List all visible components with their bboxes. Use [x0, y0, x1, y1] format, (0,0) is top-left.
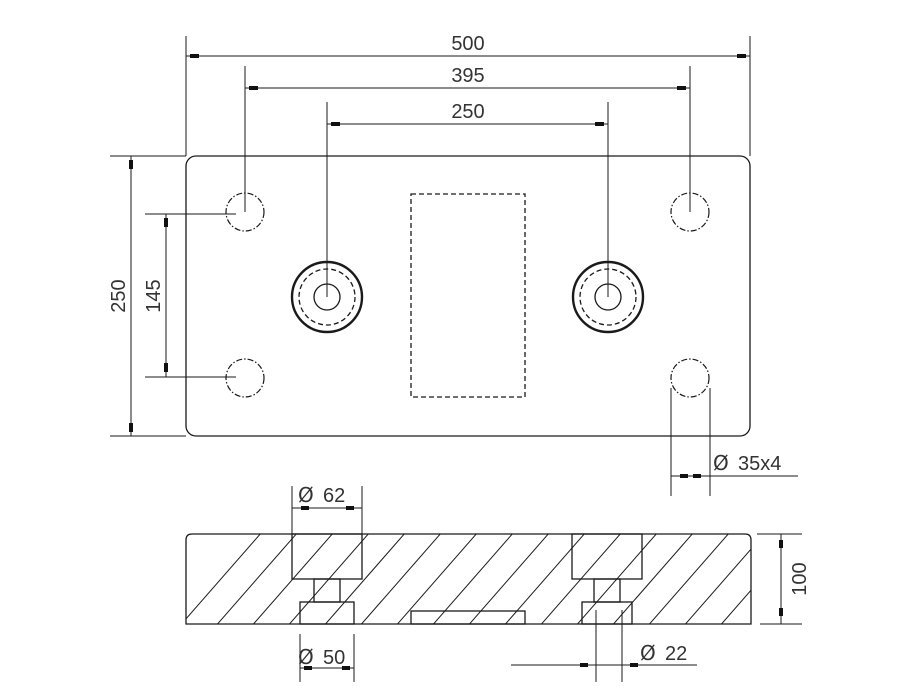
section-outline	[185, 533, 752, 625]
dimension-label: 100	[789, 562, 811, 595]
left-counterbore-section	[291, 533, 363, 625]
corner-hole-bottom-left	[225, 358, 265, 398]
dimension-label: 50	[323, 647, 345, 669]
diameter-symbol: Ø	[298, 645, 314, 669]
plate-outline	[185, 155, 751, 437]
dimension-diameter-50: Ø 50	[298, 634, 355, 682]
right-counterbore-section	[571, 533, 643, 625]
dimension-label: 250	[108, 279, 130, 312]
dimension-145: 145	[143, 213, 236, 378]
dimension-250-horizontal: 250	[327, 101, 608, 126]
dimension-label: 62	[323, 485, 345, 507]
diameter-symbol: Ø	[298, 483, 314, 507]
section-hatching	[186, 534, 751, 624]
dimension-label: 22	[665, 643, 687, 665]
bottom-recess-section	[410, 610, 526, 625]
section-view: Ø 62 Ø 50 Ø 22	[185, 483, 811, 682]
dimension-label: 500	[451, 33, 484, 55]
dimension-diameter-22: Ø 22	[511, 610, 697, 682]
dimension-diameter-35x4: Ø 35x4	[670, 388, 798, 496]
dimension-label: 145	[143, 279, 165, 312]
dimension-395: 395	[245, 65, 690, 90]
dimension-label: 250	[451, 101, 484, 123]
hidden-recess	[410, 193, 526, 398]
dimension-250-vertical: 250	[108, 155, 186, 437]
dimension-label: 395	[451, 65, 484, 87]
diameter-symbol: Ø	[640, 641, 656, 665]
top-view: 500 395 250 250	[108, 33, 798, 496]
dimension-thickness-100: 100	[757, 533, 811, 625]
diameter-symbol: Ø	[713, 451, 729, 475]
corner-hole-bottom-right	[670, 358, 710, 398]
dimension-500: 500	[186, 33, 750, 58]
dimension-label: 35x4	[738, 453, 781, 475]
dimension-diameter-62: Ø 62	[291, 483, 363, 534]
